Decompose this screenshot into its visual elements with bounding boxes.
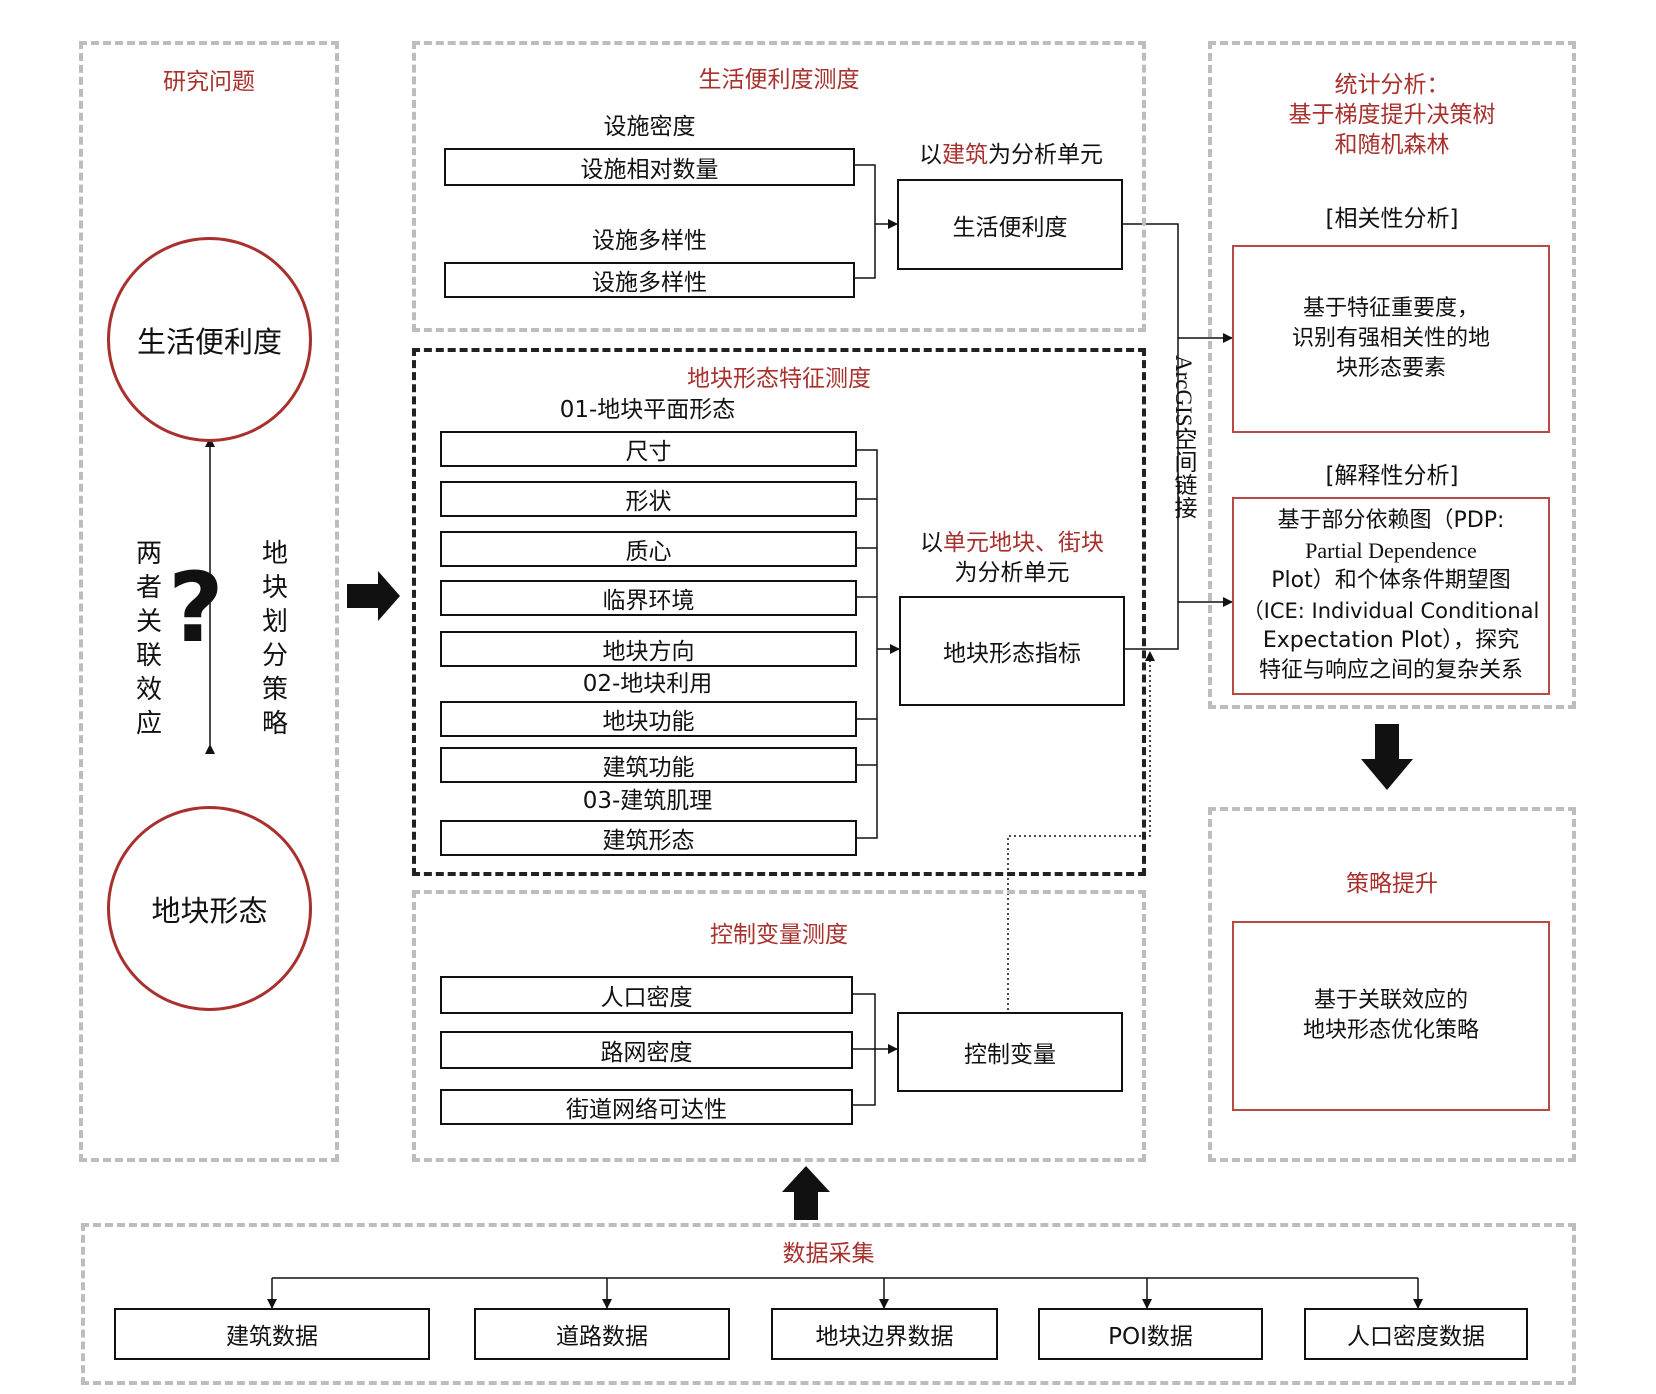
facility-count-box: 设施相对数量 <box>444 148 855 186</box>
facility-density-label: 设施密度 <box>603 114 696 140</box>
data-collection-title: 数据采集 <box>782 1241 875 1267</box>
arcgis-link-label: ArcGIS空间链接 <box>1171 355 1196 519</box>
correlation-box: 基于特征重要度， 识别有强相关性的地 块形态要素 <box>1232 245 1550 433</box>
strategy-box: 基于关联效应的 地块形态优化策略 <box>1232 921 1550 1111</box>
convenience-title: 生活便利度测度 <box>698 67 860 93</box>
data-item-poi: POI数据 <box>1038 1308 1263 1360</box>
interpretability-box: 基于部分依赖图（PDP: Partial Dependence Plot）和个体… <box>1232 497 1550 695</box>
morphology-panel: 地块形态特征测度 <box>412 348 1146 876</box>
data-item-parcel-boundary: 地块边界数据 <box>771 1308 998 1360</box>
division-strategy-label: 地块划分策略 <box>261 539 288 739</box>
morph-item-critical-env: 临界环境 <box>440 580 857 616</box>
control-item-accessibility: 街道网络可达性 <box>440 1089 853 1125</box>
control-result-box: 控制变量 <box>897 1012 1123 1092</box>
building-unit-label: 以建筑为分析单元 <box>919 142 1103 168</box>
statistics-panel <box>1208 41 1576 709</box>
morphology-circle: 地块形态 <box>107 806 312 1011</box>
association-effect-label: 两者关联效应 <box>135 539 162 739</box>
research-title: 研究问题 <box>163 69 255 95</box>
parcel-unit-label: 以单元地块、街块 <box>920 530 1104 556</box>
morph-item-building-function: 建筑功能 <box>440 747 857 783</box>
group-land-use-label: 02-地块利用 <box>582 671 713 697</box>
group-plan-form-label: 01-地块平面形态 <box>559 397 736 423</box>
convenience-result-box: 生活便利度 <box>897 179 1123 270</box>
stats-title-line2: 基于梯度提升决策树 <box>1288 102 1496 128</box>
interpretability-label: [解释性分析] <box>1325 463 1459 489</box>
arrow-right-icon <box>347 571 400 621</box>
strategy-panel: 策略提升 <box>1208 807 1576 1162</box>
stats-title-line3: 和随机森林 <box>1334 132 1450 158</box>
morph-item-shape: 形状 <box>440 481 857 517</box>
morph-item-parcel-function: 地块功能 <box>440 701 857 737</box>
arrow-up-icon <box>782 1166 830 1220</box>
question-mark-icon: ? <box>168 552 224 664</box>
control-item-road-density: 路网密度 <box>440 1031 853 1069</box>
data-collection-panel: 数据采集 <box>81 1223 1576 1385</box>
morphology-result-box: 地块形态指标 <box>899 596 1125 706</box>
arrow-down-icon <box>1361 724 1413 790</box>
control-item-population: 人口密度 <box>440 976 853 1014</box>
data-item-population-density: 人口密度数据 <box>1304 1308 1528 1360</box>
facility-diversity-label: 设施多样性 <box>592 228 707 254</box>
morphology-title: 地块形态特征测度 <box>687 366 871 392</box>
control-title: 控制变量测度 <box>710 922 848 948</box>
morph-item-orientation: 地块方向 <box>440 631 857 667</box>
parcel-unit-label-line2: 为分析单元 <box>954 560 1070 586</box>
correlation-label: [相关性分析] <box>1325 206 1459 232</box>
stats-title-line1: 统计分析： <box>1334 72 1450 98</box>
convenience-panel: 生活便利度测度 <box>412 41 1146 332</box>
morph-item-size: 尺寸 <box>440 431 857 467</box>
convenience-circle: 生活便利度 <box>107 237 312 442</box>
research-panel: 研究问题 <box>79 41 339 1162</box>
strategy-title: 策略提升 <box>1346 871 1438 897</box>
morph-item-building-form: 建筑形态 <box>440 820 857 856</box>
facility-diversity-box: 设施多样性 <box>444 262 855 298</box>
data-item-road: 道路数据 <box>474 1308 730 1360</box>
group-building-texture-label: 03-建筑肌理 <box>582 788 713 814</box>
data-item-building: 建筑数据 <box>114 1308 430 1360</box>
control-panel: 控制变量测度 <box>412 890 1146 1162</box>
morph-item-centroid: 质心 <box>440 531 857 567</box>
